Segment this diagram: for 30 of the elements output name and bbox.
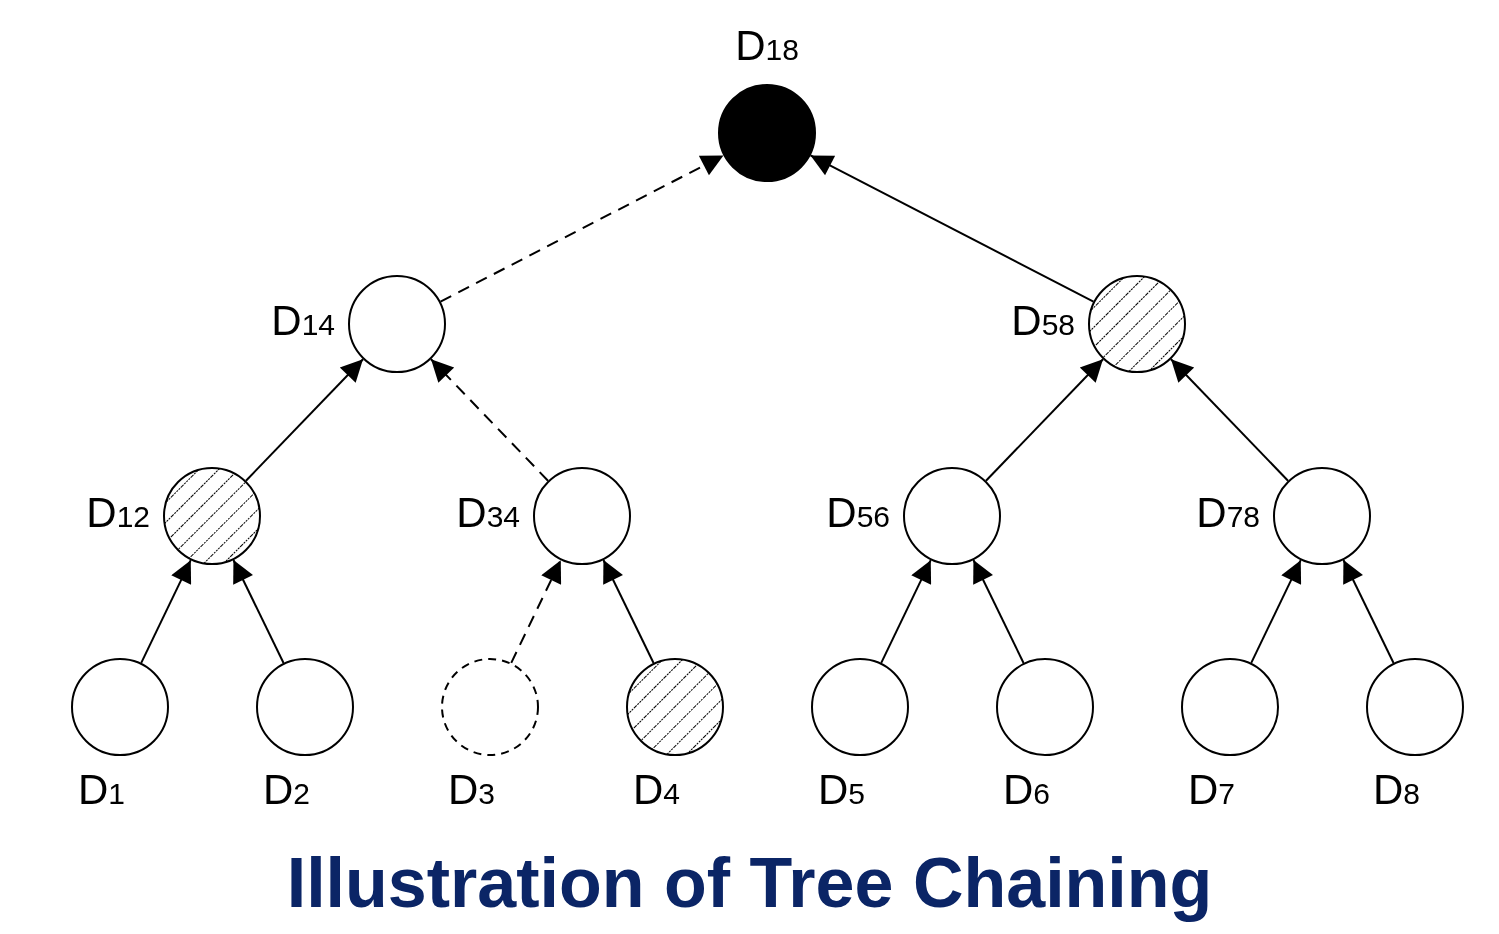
arrow [880,559,932,664]
arrow [232,559,285,664]
circle [532,466,632,566]
arrow [602,559,655,664]
hatched-circle [1087,274,1187,374]
hatched-circle [625,657,725,757]
circle [995,657,1095,757]
arrow [245,358,364,482]
filled-circle [717,83,817,183]
dashed-circle [440,657,540,757]
diagram-title: Illustration of Tree Chaining [286,843,1213,924]
circle [1365,657,1465,757]
circle [70,657,170,757]
circle [810,657,910,757]
arrow [985,358,1104,482]
hatched-circle [162,466,262,566]
circle [347,274,447,374]
circle [255,657,355,757]
circle [1272,466,1372,566]
circle [902,466,1002,566]
arrow [1342,559,1395,664]
arrow [1170,358,1289,482]
circle [1180,657,1280,757]
arrow [140,559,192,664]
arrow [809,154,1095,303]
arrow [510,559,562,664]
arrow [972,559,1025,664]
arrow [1250,559,1302,664]
arrow [439,154,725,303]
arrow [430,358,549,482]
